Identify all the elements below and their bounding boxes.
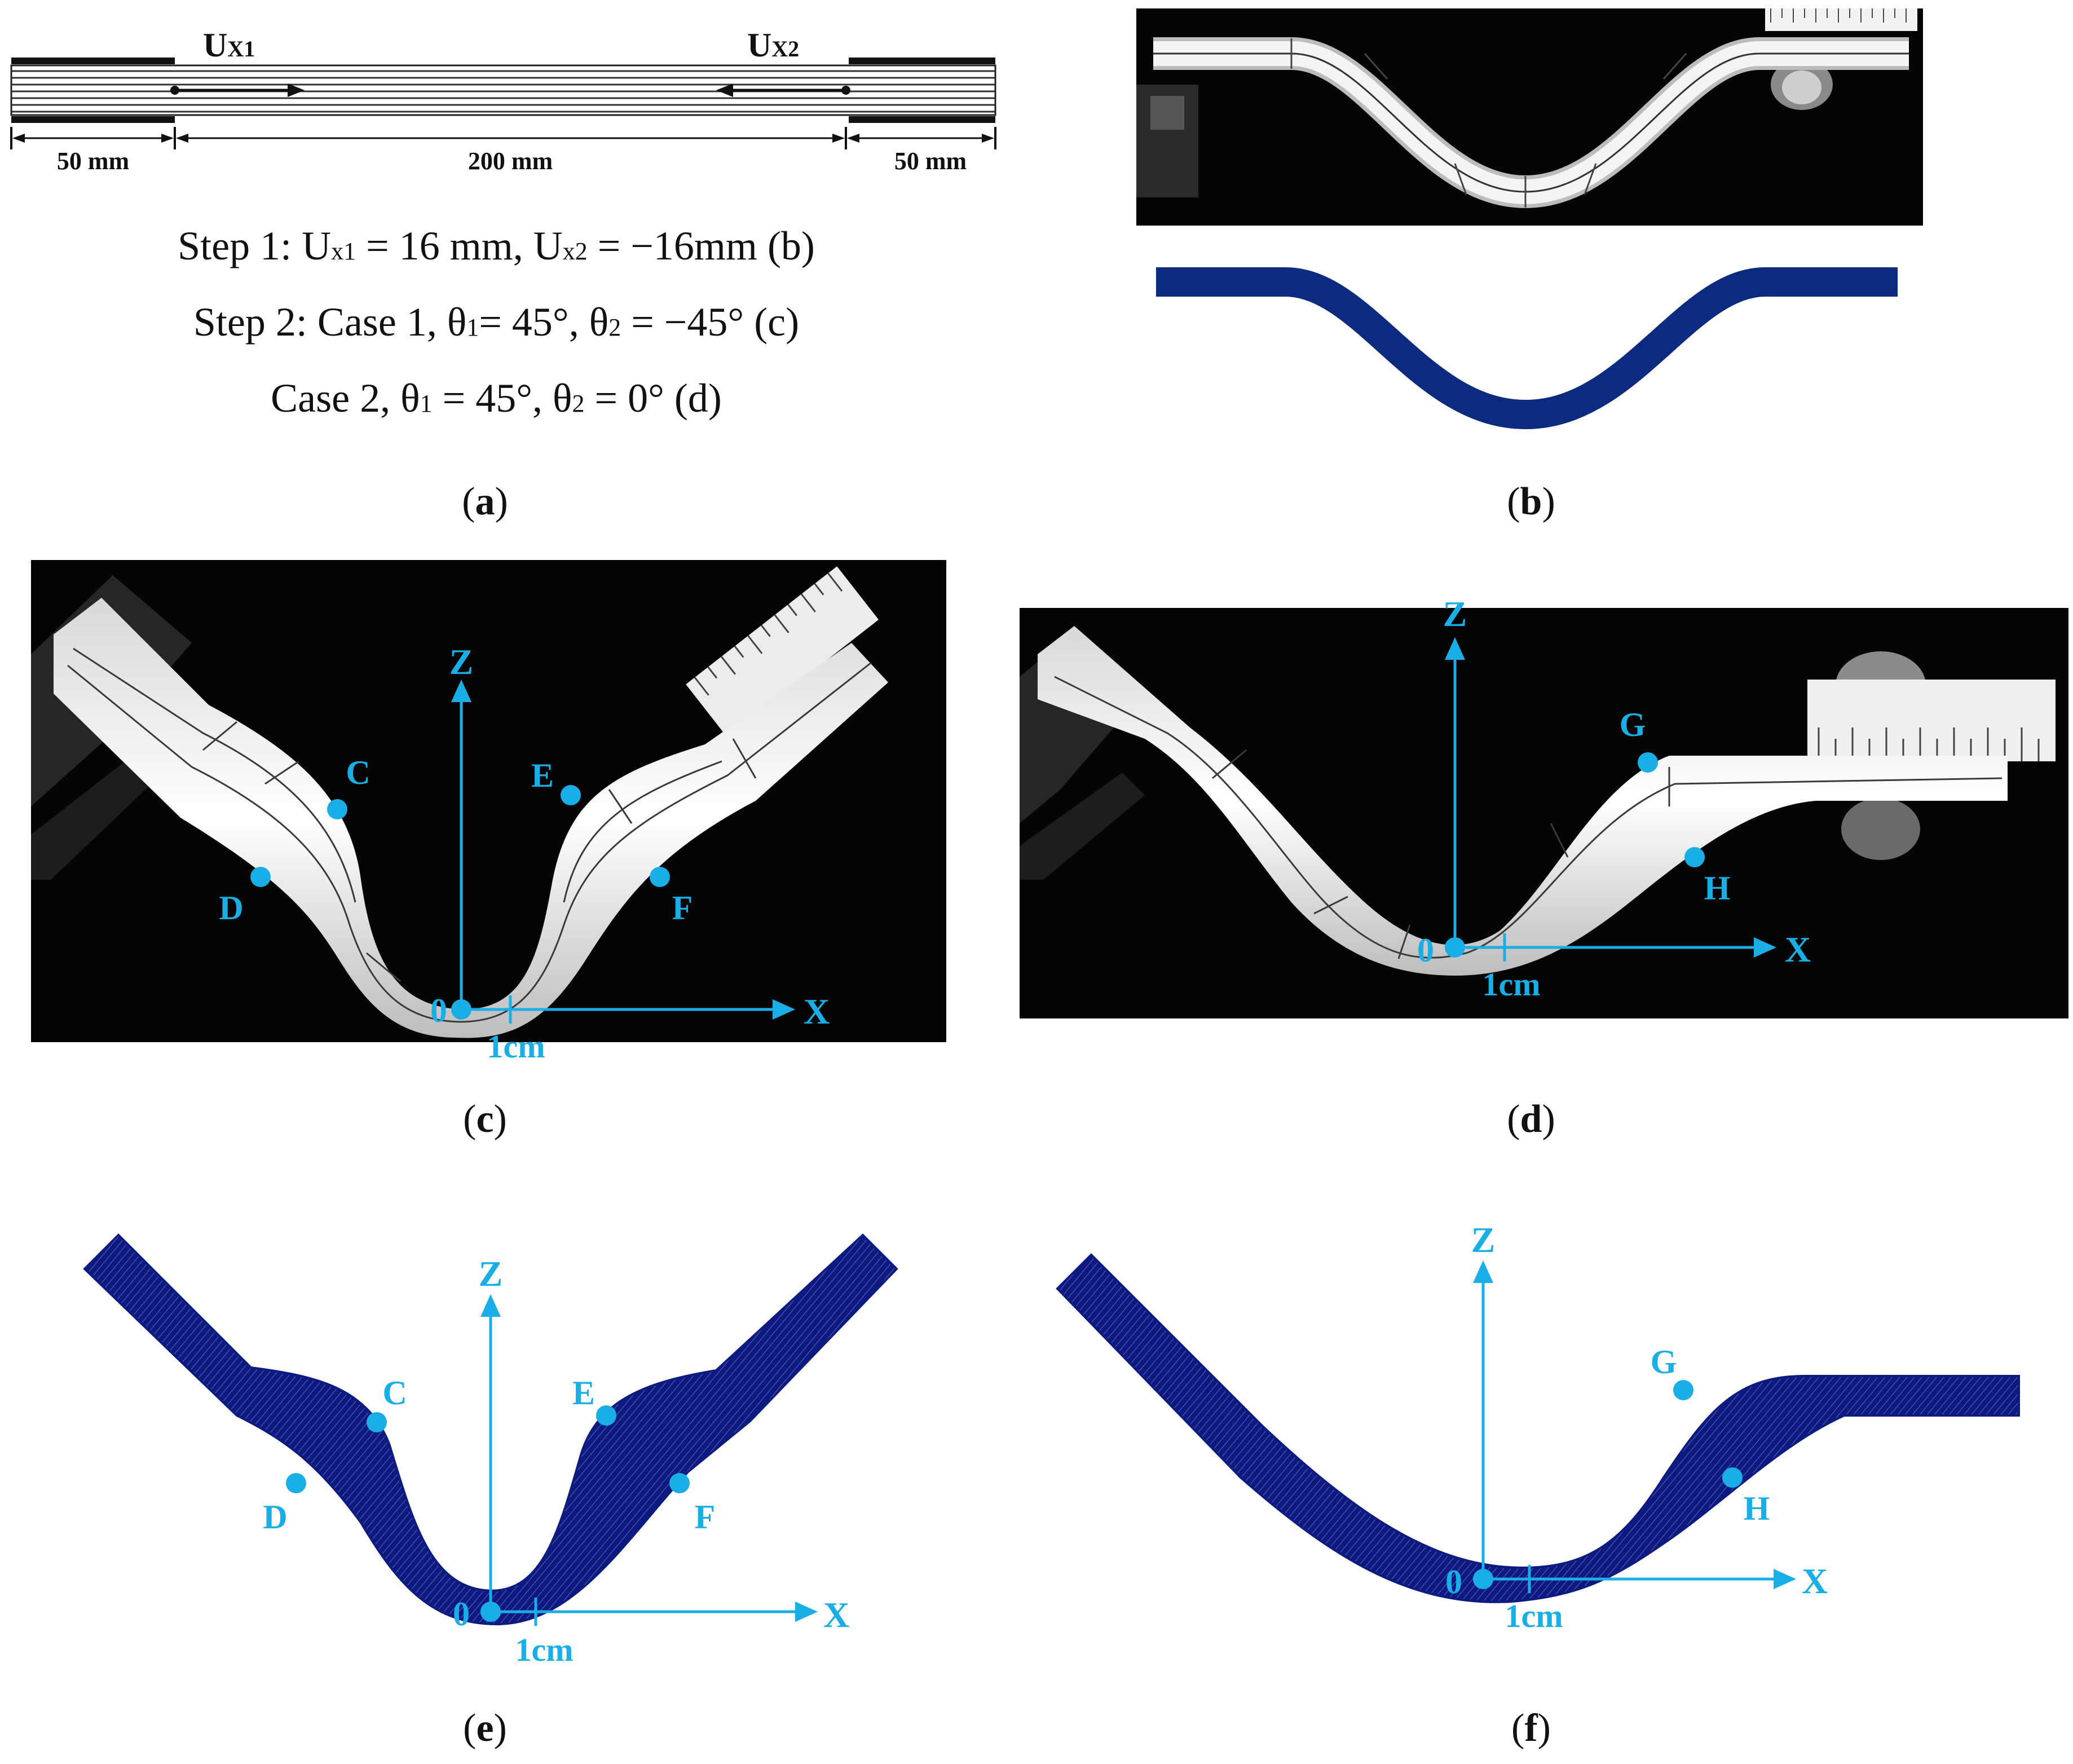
panel-e-axis-x: X [823,1595,849,1635]
step-3-equation: Case 2, θ1 = 45°, θ2 = 0° (d) [0,375,993,422]
panel-c-scale: 1cm [487,1028,545,1065]
panel-c-point: D [219,889,243,927]
point-marker [327,799,347,819]
panel-c-axis-z: Z [449,642,474,682]
point-marker [650,867,670,887]
panel-c-point: F [672,889,693,927]
svg-text:UX1: UX1 [203,27,255,64]
eq-text: = 16 mm, U [356,223,563,268]
panel-label-d: (d) [1507,1097,1555,1141]
eq-sub: 2 [572,390,585,417]
panel-label-b: (b) [1507,480,1555,523]
step-1-equation: Step 1: Ux1 = 16 mm, Ux2 = −16mm (b) [0,223,993,270]
panel-label-c: (c) [463,1097,507,1141]
panel-a-schematic: UX1 UX2 50 mm 200 mm 50 mm [10,27,996,175]
point-marker [669,1473,690,1493]
panel-letter: a [475,480,495,523]
panel-letter: c [476,1097,494,1141]
dim-left-label: 50 mm [57,147,129,175]
panel-letter: f [1524,1706,1538,1750]
panel-b [1136,8,1923,430]
point-marker [367,1412,387,1432]
eq-sub: x1 [331,237,356,265]
point-marker [1684,847,1705,867]
ux1-label: U [203,27,227,64]
panel-f-axis-z: Z [1471,1220,1496,1260]
dim-right-label: 50 mm [894,147,967,175]
eq-sub: 2 [608,314,621,341]
panel-e-point: E [572,1374,595,1412]
panel-c-point: C [346,754,370,791]
panel-e-point: C [382,1374,407,1412]
panel-f-axis-x: X [1802,1561,1828,1601]
panel-f-shape [1057,1255,2019,1602]
panel-c-point: E [531,757,554,794]
panel-f-origin: 0 [1445,1563,1462,1600]
eq-text: Case 2, θ [271,376,420,421]
panel-d-axis-x: X [1785,929,1811,969]
panel-c-origin: 0 [430,992,447,1029]
panel-f-point: G [1651,1343,1677,1381]
panel-d-axes [1445,637,1776,962]
panel-e: Z X 0 1cm C D E F [83,1233,898,1668]
point-marker [561,785,581,805]
step-2-equation: Step 2: Case 1, θ1= 45°, θ2 = −45° (c) [0,299,993,346]
point-marker [1673,1380,1693,1400]
eq-text: = 45°, θ [479,299,609,345]
dim-mid-label: 200 mm [468,147,553,175]
point-marker [250,867,271,887]
eq-text: = 0° (d) [584,376,722,421]
point-marker [596,1405,616,1426]
panel-e-shape [85,1235,897,1624]
ux2-label: U [747,27,771,64]
panel-f-scale: 1cm [1505,1598,1563,1634]
panel-label-f: (f) [1511,1706,1551,1750]
panel-c: Z X 0 1cm C D E F [31,560,946,1065]
panel-c-axes [451,680,795,1024]
panel-d-point: G [1620,706,1646,743]
eq-sub: 1 [420,390,433,417]
ruler [1807,680,2056,761]
panel-d: Z X 0 1cm G H [1020,594,2068,1018]
ruler [686,566,879,738]
panel-e-scale: 1cm [515,1631,573,1668]
panel-c-axis-x: X [804,991,830,1031]
eq-text: = 45°, θ [432,376,572,421]
svg-text:UX2: UX2 [747,27,799,64]
eq-sub: x2 [562,237,588,265]
panel-f-axes [1473,1260,1796,1593]
eq-text: Step 1: U [178,223,332,268]
panel-c-ribbon [54,598,888,1038]
panel-d-point: H [1704,870,1731,907]
panel-letter: b [1520,480,1542,523]
point-marker [1638,752,1658,773]
panel-d-ribbon [1038,626,2008,976]
ux2-sub: X2 [771,36,799,61]
panel-label-a: (a) [462,480,508,523]
panel-letter: d [1520,1097,1542,1141]
eq-sub: 1 [466,314,479,341]
ux1-sub: X1 [227,36,255,61]
panel-e-origin: 0 [453,1595,470,1633]
panel-e-point: F [695,1498,716,1536]
eq-text: = −45° (c) [621,299,800,345]
panel-f: Z X 0 1cm G H [1056,1220,2020,1634]
eq-text: = −16mm (b) [587,223,815,268]
ruler [1765,8,1917,31]
point-marker [286,1473,306,1493]
point-marker [1722,1467,1743,1488]
panel-e-axes [480,1294,818,1626]
panel-e-point: D [263,1498,287,1536]
eq-text: Step 2: Case 1, θ [193,299,467,345]
panel-letter: e [476,1706,494,1750]
panel-d-axis-z: Z [1443,594,1467,634]
panel-f-point: H [1744,1490,1770,1527]
panel-d-scale: 1cm [1482,966,1540,1003]
panel-b-navy-band [1156,267,1898,430]
panel-e-axis-z: Z [479,1254,503,1294]
panel-d-origin: 0 [1417,932,1434,969]
panel-label-e: (e) [463,1706,507,1750]
